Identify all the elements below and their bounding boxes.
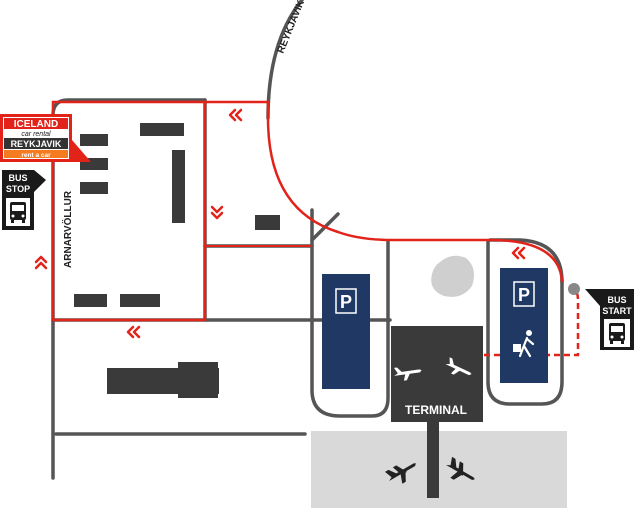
- bus-icon: [10, 202, 26, 223]
- rental-buildings: [74, 123, 280, 307]
- arrival-plane-icon: [445, 357, 472, 376]
- arrival-plane-icon: [446, 456, 475, 480]
- svg-text:START: START: [602, 306, 632, 316]
- route-to-terminal: [205, 100, 564, 283]
- parking-label-right: P: [518, 285, 530, 305]
- svg-text:STOP: STOP: [6, 184, 30, 194]
- rental-lot-boundary: [51, 100, 207, 322]
- street-label-west: ARNARVÖLLUR: [61, 190, 74, 268]
- bus-icon: [609, 323, 625, 344]
- terminal-label: TERMINAL: [405, 403, 467, 417]
- direction-chevrons: [34, 108, 526, 339]
- bus-stop-sign: BUS STOP: [2, 170, 46, 230]
- road-network: [51, 98, 564, 480]
- pond-shape: [431, 255, 474, 297]
- pedestrian-luggage-icon: [513, 330, 535, 358]
- street-label-north: REYKJAVIK: [276, 0, 308, 55]
- svg-text:ICELAND: ICELAND: [14, 119, 58, 130]
- svg-text:BUS: BUS: [607, 295, 626, 305]
- iceland-car-rental-logo: ICELAND car rental REYKJAVIK rent a car: [0, 114, 91, 162]
- bus-start-sign: BUS START: [585, 289, 634, 350]
- svg-text:rent a car: rent a car: [21, 152, 51, 159]
- svg-text:REYKJAVIK: REYKJAVIK: [11, 139, 62, 149]
- departure-plane-icon: [385, 463, 416, 484]
- parking-sign-left: [335, 288, 357, 314]
- parking-label-left: P: [340, 292, 352, 312]
- departure-plane-icon: [394, 367, 422, 381]
- svg-text:BUS: BUS: [8, 173, 27, 183]
- terminal-pier: [427, 420, 439, 498]
- parking-sign-right: [513, 281, 535, 307]
- bus-start-marker: [568, 283, 580, 295]
- south-building: [107, 362, 219, 398]
- svg-text:car rental: car rental: [21, 131, 51, 138]
